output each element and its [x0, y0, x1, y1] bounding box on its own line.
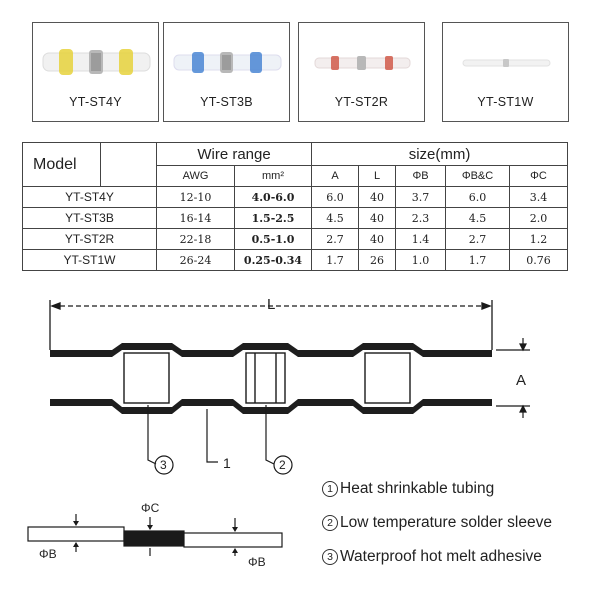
- table-row: YT-ST2R 22-18 0.5-1.0 2.7 40 1.4 2.7 1.2: [22, 228, 569, 250]
- product-thumbnail: [314, 56, 411, 70]
- product-card-yt-st4y: YT-ST4Y: [32, 22, 159, 122]
- arrow-up-icon: [232, 548, 238, 553]
- dim-a-label: A: [516, 372, 526, 389]
- dim-l-label: L: [267, 296, 275, 313]
- arrow-down-icon: [73, 521, 79, 526]
- product-card-yt-st2r: YT-ST2R: [298, 22, 425, 122]
- cell-l: 26: [358, 249, 397, 271]
- arrow-down-icon: [232, 527, 238, 532]
- adhesive-ring-right: [364, 352, 411, 404]
- callout-2-label: 2: [279, 458, 286, 472]
- subheader-phibc: ΦB&C: [445, 165, 511, 187]
- phi-b-left-label: ΦB: [39, 547, 57, 561]
- legend-number: 2: [322, 515, 338, 531]
- table-subheader-row: AWG mm² A L ΦB ΦB&C ΦC: [23, 165, 569, 187]
- header-model: Model: [22, 142, 101, 187]
- cell-phic: 3.4: [509, 186, 569, 208]
- arrow-down-icon: [519, 343, 527, 352]
- legend-text: Low temperature solder sleeve: [340, 514, 552, 531]
- cell-mm2: 0.25-0.34: [233, 249, 313, 271]
- cell-phibc: 1.7: [445, 249, 511, 271]
- cell-phib: 1.0: [395, 249, 447, 271]
- arrow-left-icon: [50, 302, 61, 310]
- product-cards: YT-ST4Y YT-ST3B YT-ST2R YT-ST1W: [0, 0, 600, 140]
- table-row: YT-ST4Y 12-10 4.0-6.0 6.0 40 3.7 6.0 3.4: [22, 186, 569, 208]
- product-card-yt-st1w: YT-ST1W: [442, 22, 569, 122]
- product-label: YT-ST4Y: [69, 95, 122, 109]
- callout-3-leader: [147, 405, 157, 465]
- cell-a: 6.0: [311, 186, 360, 208]
- solder-sleeve: [245, 352, 286, 404]
- callout-3-circle: [154, 455, 174, 475]
- arrow-up-icon: [73, 542, 79, 547]
- subheader-phic: ΦC: [509, 165, 569, 187]
- product-label: YT-ST1W: [477, 95, 534, 109]
- cell-awg: 26-24: [156, 249, 235, 271]
- table-row: YT-ST1W 26-24 0.25-0.34 1.7 26 1.0 1.7 0…: [22, 249, 569, 271]
- cell-l: 40: [358, 186, 397, 208]
- cell-model: YT-ST2R: [22, 228, 157, 250]
- product-thumbnail: [173, 52, 282, 73]
- legend-text: Heat shrinkable tubing: [340, 480, 495, 497]
- product-label: YT-ST2R: [334, 95, 389, 109]
- cell-model: YT-ST1W: [22, 249, 157, 271]
- cell-a: 1.7: [311, 249, 360, 271]
- legend-text: Waterproof hot melt adhesive: [340, 548, 542, 565]
- product-thumbnail: [42, 49, 151, 75]
- arrow-right-icon: [481, 302, 492, 310]
- arrow-up-icon: [519, 404, 527, 413]
- phi-b-right-label: ΦB: [248, 555, 266, 569]
- callout-2-leader: [265, 405, 275, 465]
- product-label: YT-ST3B: [200, 95, 253, 109]
- spec-table: Model Wire range size(mm) AWG mm² A L ΦB…: [22, 142, 569, 271]
- arrow-down-icon: [147, 525, 153, 530]
- cell-phibc: 4.5: [445, 207, 511, 229]
- tube-inner: [50, 350, 492, 407]
- phi-c-label: ΦC: [141, 501, 160, 515]
- subheader-phib: ΦB: [395, 165, 447, 187]
- callout-1-leader: [206, 409, 218, 463]
- cell-a: 4.5: [311, 207, 360, 229]
- wire-core: [123, 530, 185, 547]
- header-wire-range: Wire range: [155, 142, 313, 166]
- header-size: size(mm): [311, 142, 569, 166]
- callout-3-label: 3: [160, 458, 167, 472]
- callout-1-label: 1: [223, 455, 231, 471]
- wire-left: [27, 526, 125, 542]
- cell-phic: 1.2: [509, 228, 569, 250]
- legend-number: 1: [322, 481, 338, 497]
- adhesive-ring-left: [123, 352, 170, 404]
- callout-2-circle: [273, 455, 293, 475]
- product-thumbnail: [462, 59, 551, 67]
- wire-right: [183, 532, 283, 548]
- product-card-yt-st3b: YT-ST3B: [163, 22, 290, 122]
- cell-phic: 0.76: [509, 249, 569, 271]
- legend-number: 3: [322, 549, 338, 565]
